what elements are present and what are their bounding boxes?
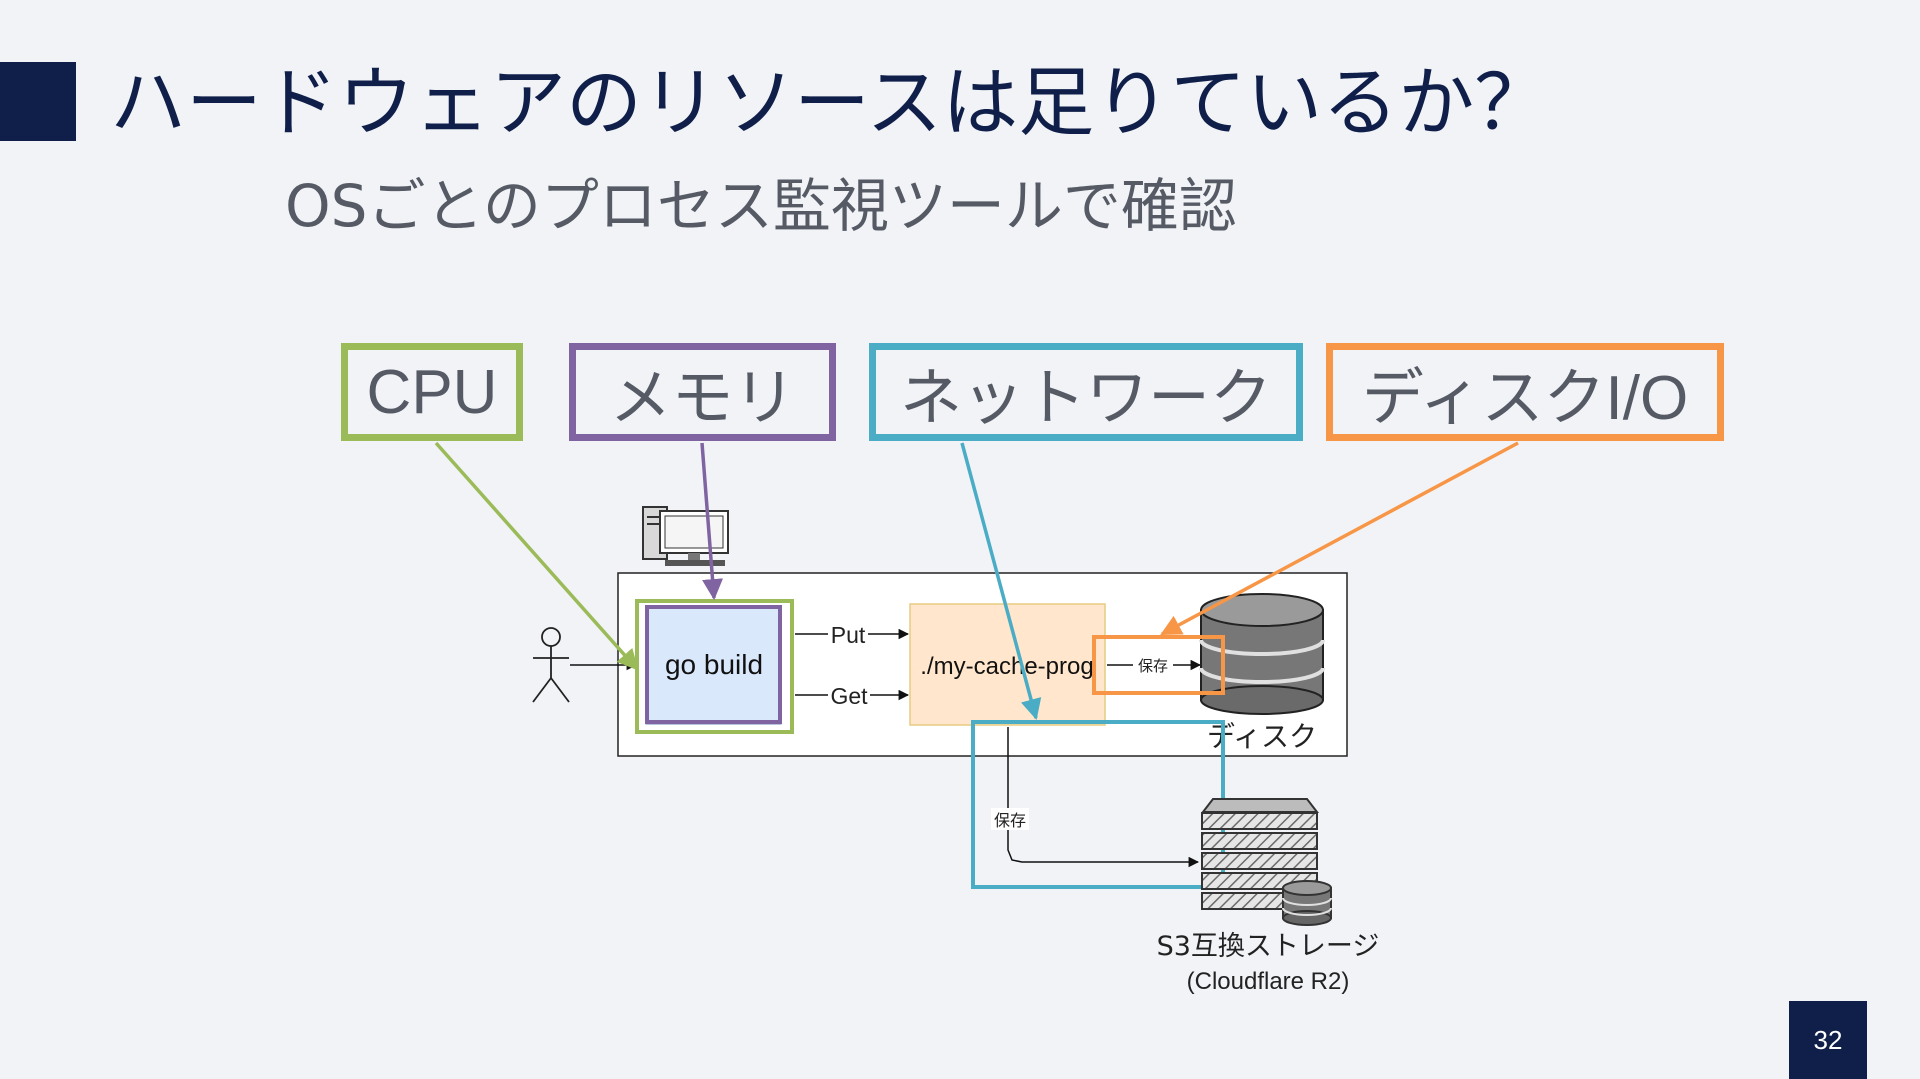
save-s3-label-bg xyxy=(991,808,1029,830)
disk-label: ディスク xyxy=(1207,720,1317,753)
cpu-label-box: CPU xyxy=(341,343,523,441)
memory-highlight-frame xyxy=(645,605,782,724)
network-callout-arrow xyxy=(960,442,1042,721)
network-label-box: ネットワーク xyxy=(869,343,1303,441)
slide-subtitle: OSごとのプロセス監視ツールで確認 xyxy=(285,172,1237,240)
go-build-node xyxy=(645,606,782,725)
desktop-computer-icon xyxy=(642,506,729,566)
cache-prog-label: ./my-cache-prog xyxy=(920,653,1093,680)
disk-io-label-box: ディスクI/O xyxy=(1326,343,1724,441)
cache-prog-node xyxy=(909,603,1106,726)
slide-title: ハードウェアのリソースは足りているか？ xyxy=(110,58,1551,147)
save-s3-label: 保存 xyxy=(994,811,1026,830)
person-icon xyxy=(532,627,570,703)
save-disk-label: 保存 xyxy=(1138,657,1168,675)
cpu-callout-arrow xyxy=(434,441,639,671)
disk-io-highlight-frame xyxy=(1092,635,1225,695)
s3-sublabel: (Cloudflare R2) xyxy=(1187,968,1350,995)
go-build-label: go build xyxy=(665,649,763,680)
title-accent-square xyxy=(0,62,76,141)
disk-io-callout-arrow xyxy=(1160,441,1519,636)
memory-callout-arrow xyxy=(700,442,724,601)
page-number: 32 xyxy=(1789,1001,1867,1079)
put-label: Put xyxy=(831,622,866,648)
get-label: Get xyxy=(830,683,868,709)
s3-label: S3互換ストレージ xyxy=(1157,931,1380,962)
server-rack-icon xyxy=(1200,798,1332,926)
database-icon xyxy=(1199,593,1325,715)
memory-label-box: メモリ xyxy=(569,343,836,441)
